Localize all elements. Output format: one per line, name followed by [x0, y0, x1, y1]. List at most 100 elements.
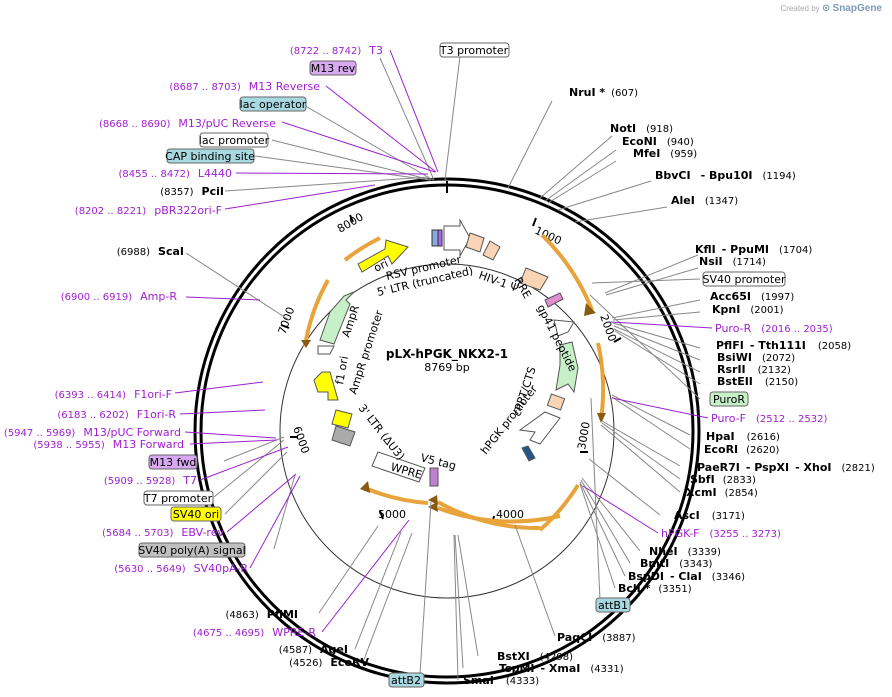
- svg-text:PaqCI(3887): PaqCI(3887): [557, 631, 636, 644]
- box-sv40-promoter-text: SV40 promoter: [702, 273, 786, 286]
- site-smai: SmaI: [463, 674, 494, 687]
- site-agei-pos: (4587): [279, 645, 312, 656]
- svg-text:HpaI(2616): HpaI(2616): [706, 430, 780, 443]
- primer-ebv-rev-pos: (5684 .. 5703): [102, 528, 174, 539]
- box-cap-binding-site: CAP binding site: [165, 148, 255, 164]
- puror-arrow: [555, 341, 579, 394]
- feature-label-ori: ori: [372, 257, 390, 275]
- site-asci-pos: (3171): [712, 511, 745, 522]
- site-scai-pos: (6988): [117, 247, 150, 258]
- site-pcii-pos: (8357): [160, 187, 193, 198]
- primer-puro-f: Puro-F: [711, 412, 746, 425]
- site-hpai-pos: (2616): [747, 432, 780, 443]
- site-pflfi: PflFI: [716, 339, 744, 352]
- site-pspxi: - PspXI: [746, 461, 789, 474]
- site-bsteii: BstEII: [717, 375, 753, 388]
- site-tth111i: - Tth111I: [750, 339, 806, 352]
- site-sbfi-pos: (2833): [723, 475, 756, 486]
- svg-text:(5938 .. 5955)M13 Forward: (5938 .. 5955)M13 Forward: [33, 438, 184, 451]
- svg-text:KflI- PpuMI(1704): KflI- PpuMI(1704): [695, 243, 812, 256]
- primer-m13puc-reverse: M13/pUC Reverse: [178, 117, 276, 130]
- box-m13-fwd-text: M13 fwd: [150, 456, 197, 469]
- svg-text:(6988)ScaI: (6988) ScaI: [117, 245, 184, 258]
- primer-wpre-r: WPRE-R: [272, 626, 316, 639]
- site-paer7i: PaeR7I: [697, 461, 740, 474]
- primer-sv40pa-r-pos: (5630 .. 5649): [114, 564, 186, 575]
- primer-t3: T3: [368, 44, 383, 57]
- box-lac-operator: lac operator: [239, 96, 307, 112]
- tick-label-8000: 8000: [335, 210, 366, 235]
- site-clai: - ClaI: [670, 570, 702, 583]
- inner-features: [313, 218, 579, 487]
- box-attb2: attB2: [388, 672, 425, 688]
- site-nrui-pos: (607): [611, 88, 638, 99]
- primer-f1ori-f-pos: (6393 .. 6414): [55, 390, 127, 401]
- box-m13-rev-text: M13 rev: [311, 62, 356, 75]
- svg-text:Puro-F(2512 .. 2532): Puro-F(2512 .. 2532): [711, 412, 827, 425]
- box-m13-rev: M13 rev: [309, 60, 357, 76]
- svg-text:(8202 .. 8221)pBR322ori-F: (8202 .. 8221)pBR322ori-F: [75, 204, 222, 217]
- site-xhoi: - XhoI: [795, 461, 831, 474]
- primer-amp-r-pos: (6900 .. 6919): [61, 292, 133, 303]
- site-econi-pos: (940): [667, 137, 694, 148]
- site-noti-pos: (918): [646, 124, 673, 135]
- primer-m13-forward: M13 Forward: [113, 438, 184, 451]
- ampr-arrow: [319, 291, 355, 345]
- site-ecorv: EcoRV: [330, 656, 369, 669]
- brand-name: SnapGene: [832, 3, 882, 14]
- svg-text:BstEII(2150): BstEII(2150): [717, 375, 798, 388]
- site-kfli: KflI: [695, 243, 716, 256]
- tick-label-4000: 4000: [496, 508, 524, 521]
- svg-text:EcoRI(2620): EcoRI(2620): [704, 443, 780, 456]
- svg-text:(4526)EcoRV: (4526) EcoRV: [289, 656, 369, 669]
- svg-text:BmtI(3343): BmtI(3343): [640, 557, 713, 570]
- site-bbvci: BbvCI: [655, 169, 691, 182]
- svg-text:(6183 .. 6202)F1ori-R: (6183 .. 6202)F1ori-R: [57, 408, 176, 421]
- right-sites: NruI *(607) NotI(918) EcoNI(940) MfeI(95…: [463, 86, 875, 687]
- site-ecori-pos: (2620): [746, 445, 779, 456]
- primer-t7-pos: (5909 .. 5928): [104, 476, 176, 487]
- site-kpni: KpnI: [712, 303, 740, 316]
- primer-hpgk-f-pos: (3255 .. 3273): [709, 529, 781, 540]
- svg-text:NotI(918): NotI(918): [610, 122, 673, 135]
- svg-text:BclI *(3351): BclI *(3351): [618, 582, 692, 595]
- primer-amp-r: Amp-R: [140, 290, 177, 303]
- box-lac-promoter-text: lac promoter: [199, 134, 270, 147]
- feature-label-hpgk-promoter: hPGK promoter: [478, 382, 540, 456]
- site-scai: ScaI: [158, 245, 184, 258]
- svg-text:(5947 .. 5969)M13/pUC Forward: (5947 .. 5969)M13/pUC Forward: [4, 426, 181, 439]
- primer-ebv-rev: EBV-rev: [181, 526, 224, 539]
- site-ecorv-pos: (4526): [289, 658, 322, 669]
- svg-text:(6900 .. 6919)Amp-R: (6900 .. 6919) Amp-R: [61, 290, 178, 303]
- primer-m13-reverse-pos: (8687 .. 8703): [169, 82, 241, 93]
- site-pcii: PciI: [202, 185, 224, 198]
- primer-t3-pos: (8722 .. 8742): [290, 46, 362, 57]
- primer-f1ori-f: F1ori-F: [134, 388, 172, 401]
- site-bsiwi: BsiWI: [717, 351, 752, 364]
- primer-leader-lines: [174, 49, 713, 633]
- svg-text:SbfI(2833): SbfI (2833): [690, 473, 756, 486]
- site-xmai: - XmaI: [541, 662, 581, 675]
- primer-pbr322ori-f: pBR322ori-F: [154, 204, 222, 217]
- box-t7-promoter: T7 promoter: [143, 490, 214, 506]
- svg-text:(8455 .. 8472)L4440: (8455 .. 8472)L4440: [118, 167, 232, 180]
- svg-text:SmaI(4333): SmaI(4333): [463, 674, 539, 687]
- box-attb1-text: attB1: [598, 599, 628, 612]
- primer-labels: (8722 .. 8742)T3 (8687 .. 8703)M13 Rever…: [4, 44, 833, 639]
- svg-text:(4675 .. 4695)WPRE-R: (4675 .. 4695)WPRE-R: [193, 626, 316, 639]
- primer-puro-r: Puro-R: [715, 322, 752, 335]
- site-sbfi: SbfI: [690, 473, 715, 486]
- box-lac-promoter: lac promoter: [199, 132, 270, 148]
- box-sv40-ori-text: SV40 ori: [173, 508, 219, 521]
- site-bspdi-pos: (3346): [712, 572, 745, 583]
- feature-label-gp41: gp41 peptide: [534, 302, 579, 373]
- brand-created-by: Created by: [780, 4, 820, 13]
- site-bstxi: BstXI: [497, 650, 530, 663]
- site-acc65i-pos: (1997): [761, 292, 794, 303]
- site-bspdi: BspDI: [628, 570, 664, 583]
- site-alei: AleI: [671, 194, 695, 207]
- site-bmti-pos: (3343): [679, 559, 712, 570]
- site-kfli-pos: (1704): [779, 245, 812, 256]
- svg-text:TspMI- XmaI(4331): TspMI- XmaI(4331): [499, 662, 624, 675]
